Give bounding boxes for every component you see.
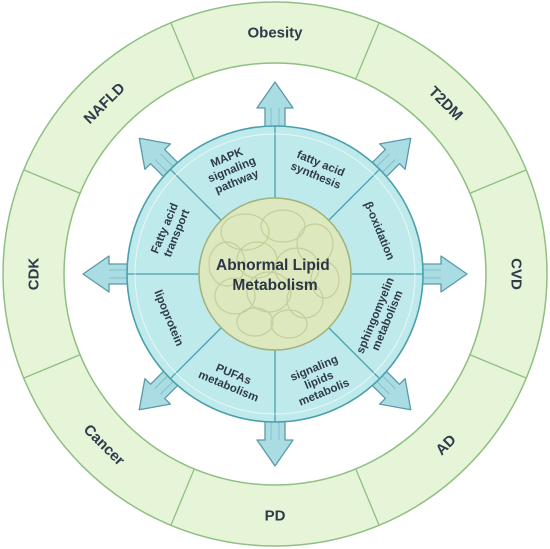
disease-label-text: PD bbox=[265, 508, 286, 525]
lipid-cell bbox=[220, 213, 270, 251]
center-label-line-1: Abnormal Lipid bbox=[216, 257, 330, 274]
disease-ring-divider bbox=[469, 354, 527, 379]
center-node: Abnormal Lipid Metabolism bbox=[198, 197, 352, 351]
lipid-cell bbox=[274, 247, 320, 289]
lipid-cell bbox=[270, 309, 308, 339]
lipid-cell bbox=[296, 223, 334, 265]
disease-ring-divider bbox=[170, 22, 195, 80]
lipid-cell bbox=[236, 307, 274, 337]
center-label: Abnormal Lipid Metabolism bbox=[216, 257, 334, 294]
pathway-divider bbox=[328, 168, 381, 221]
disease-label-text: Obesity bbox=[247, 25, 303, 42]
disease-ring-divider bbox=[469, 169, 527, 194]
lipid-cell bbox=[246, 271, 292, 313]
pathway-divider bbox=[169, 327, 222, 380]
pathway-divider bbox=[328, 327, 381, 380]
disease-label: CVD bbox=[508, 258, 525, 290]
disease-ring-divider bbox=[23, 354, 81, 379]
disease-label-text: CVD bbox=[508, 258, 525, 290]
disease-label: CDK bbox=[26, 258, 43, 291]
disease-label: PD bbox=[265, 508, 286, 525]
lipid-cell bbox=[310, 261, 340, 299]
disease-ring-divider bbox=[355, 22, 380, 80]
disease-ring-divider bbox=[170, 468, 195, 526]
lipid-cell bbox=[214, 277, 256, 315]
lipid-cell bbox=[208, 241, 246, 287]
arrow bbox=[256, 81, 294, 135]
lipid-cell bbox=[260, 209, 306, 243]
pathway-divider bbox=[169, 168, 222, 221]
lipid-cells-illustration bbox=[208, 209, 340, 339]
disease-label-text: CDK bbox=[26, 258, 43, 291]
disease-label: Obesity bbox=[247, 25, 303, 42]
disease-ring-divider bbox=[23, 169, 81, 194]
disease-ring-divider bbox=[355, 468, 380, 526]
center-circle bbox=[198, 197, 352, 351]
center-label-line-2: Metabolism bbox=[232, 277, 317, 294]
